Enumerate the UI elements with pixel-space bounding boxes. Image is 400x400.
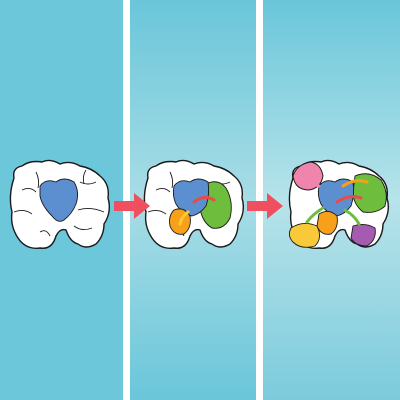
divider: [123, 0, 130, 400]
orange-region: [316, 211, 338, 235]
arrows: [301, 179, 369, 226]
purple-region: [350, 223, 376, 247]
central-region: [317, 178, 355, 217]
tooth-diagram-stage-3: [288, 159, 390, 249]
green-arrow: [305, 206, 325, 224]
central-region: [172, 178, 210, 217]
central-region: [39, 178, 79, 222]
transition-arrow-1: [114, 193, 150, 219]
green-region: [352, 173, 387, 213]
green-arrow-2: [343, 208, 361, 226]
panel-stage-2: [130, 0, 256, 400]
transition-arrow-2: [247, 193, 283, 219]
tooth-diagram-stage-2: [143, 159, 245, 249]
yellow-region: [288, 223, 320, 248]
panel-stage-3: [263, 0, 400, 400]
pink-region: [292, 161, 324, 191]
tooth-diagram-stage-1: [9, 159, 111, 249]
pink-arrow: [301, 182, 321, 188]
red-arrow: [192, 195, 216, 204]
red-arrow: [335, 195, 363, 204]
panel-stage-1: [0, 0, 123, 400]
cusp-lines: [13, 169, 105, 237]
orange-arrow: [341, 179, 369, 188]
yellow-arrow: [178, 210, 190, 226]
divider: [256, 0, 263, 400]
